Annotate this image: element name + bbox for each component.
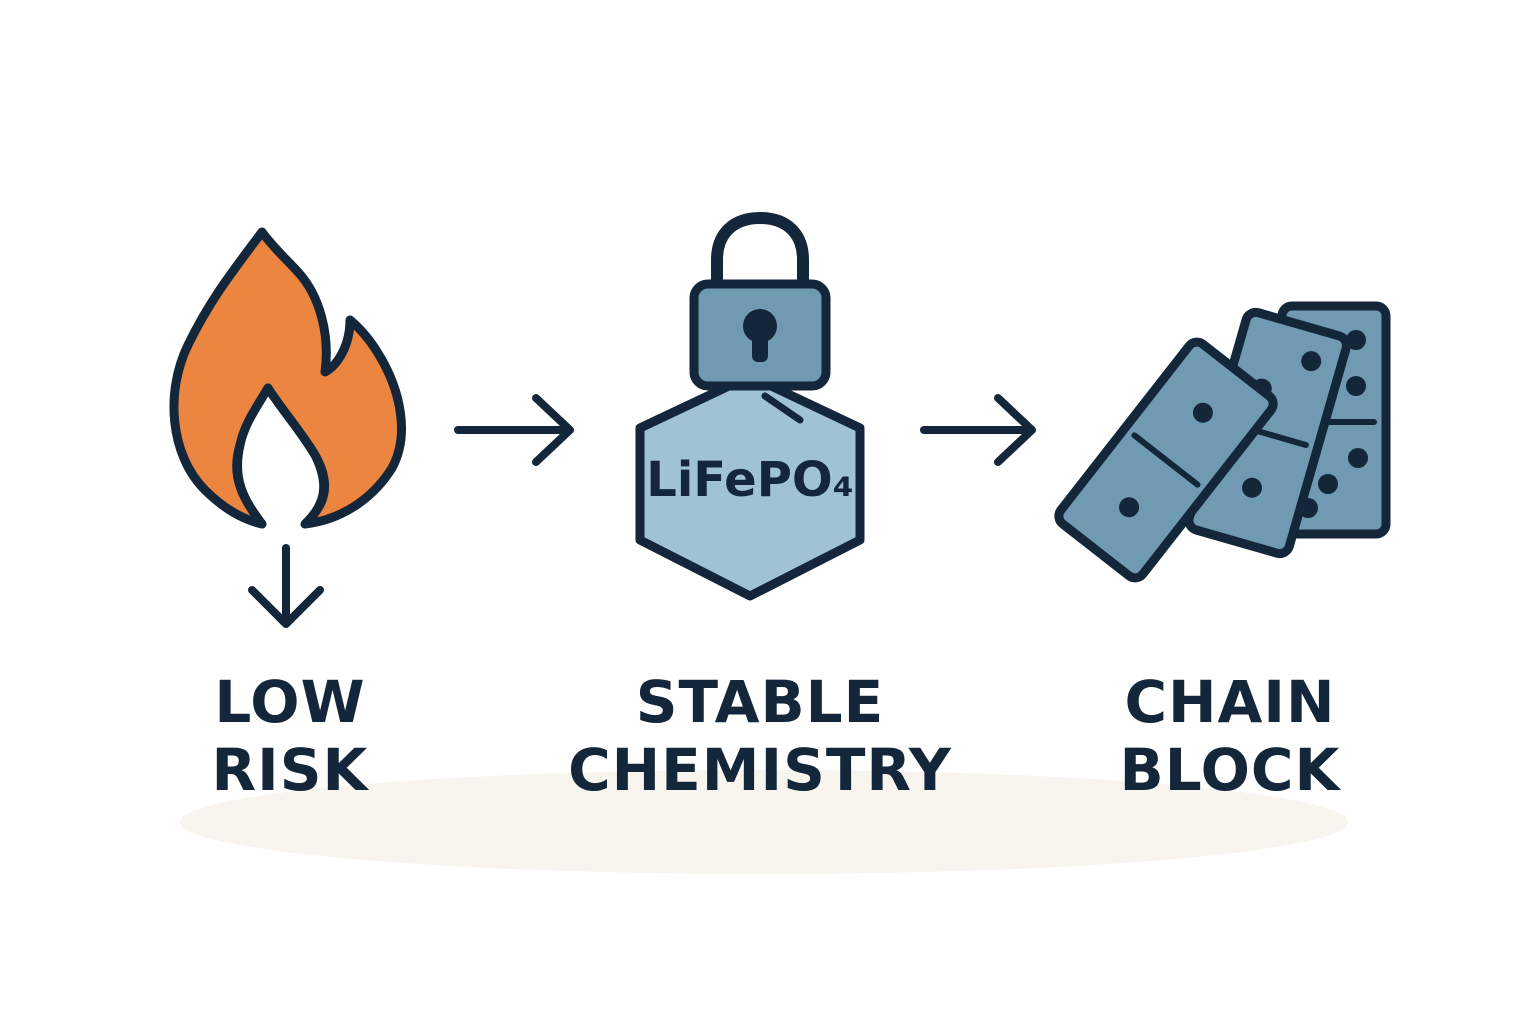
hexagon-icon [635, 371, 865, 601]
right-arrow-icon [454, 394, 574, 466]
step-label-line: RISK [211, 736, 369, 804]
step-label-line: LOW [214, 668, 366, 736]
domino-front [1054, 337, 1278, 583]
step-label-stable-chemistry: STABLE CHEMISTRY [540, 668, 980, 804]
step-label-line: CHAIN [1124, 668, 1336, 736]
down-arrow-icon [248, 544, 324, 628]
step-label-low-risk: LOW RISK [140, 668, 440, 804]
step-label-line: BLOCK [1119, 736, 1341, 804]
ground-shadow [180, 770, 1348, 874]
step-label-chain-block: CHAIN BLOCK [1060, 668, 1400, 804]
flame-icon [169, 227, 406, 529]
formula-label: LiFePO₄ [646, 452, 853, 508]
padlock-icon [689, 211, 831, 391]
step-label-line: STABLE [635, 668, 885, 736]
domino-middle [1184, 307, 1351, 559]
step-label-line: CHEMISTRY [568, 736, 952, 804]
dominoes-icon [1054, 301, 1391, 583]
right-arrow-icon [920, 394, 1036, 466]
